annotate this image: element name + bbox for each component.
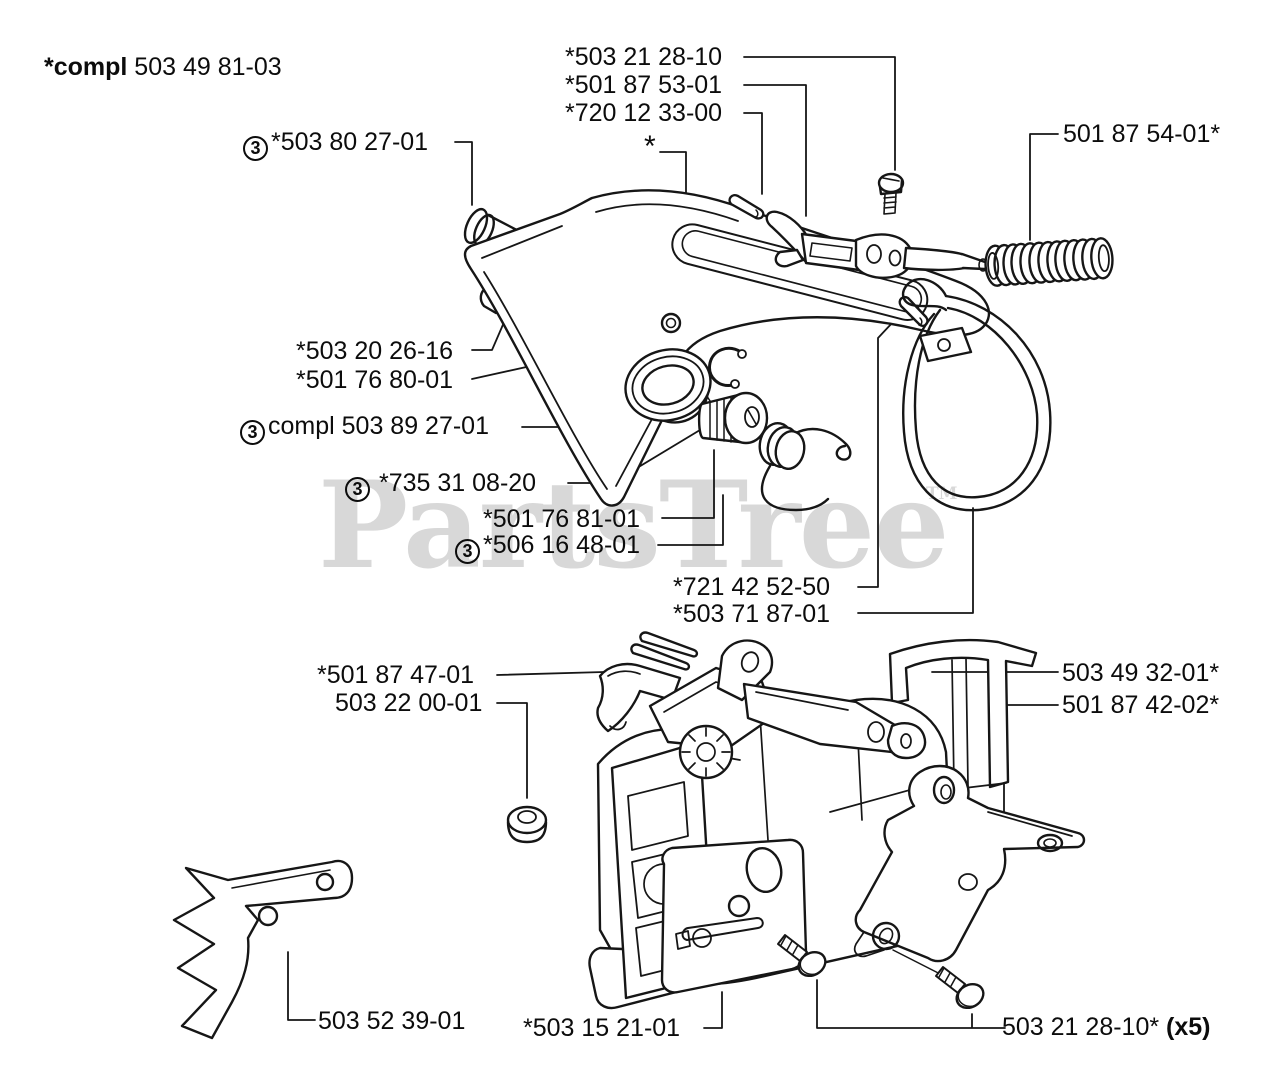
part-label-501-76-81-01: *501 76 81-01 xyxy=(483,506,640,532)
spiked-bumper-drawing xyxy=(172,859,354,1040)
roll-pin-drawing xyxy=(728,194,765,220)
part-number: *501 87 47-01 xyxy=(317,661,475,689)
qty-badge: 3 xyxy=(345,477,370,502)
part-number: compl 503 89 27-01 xyxy=(268,412,489,440)
roll-pin-2-drawing xyxy=(898,295,929,327)
qty-badge: 3 xyxy=(240,420,265,445)
part-number: *501 76 80-01 xyxy=(296,366,454,394)
part-label-501-87-47-01: *501 87 47-01 xyxy=(317,662,474,688)
guide-bar-plate-drawing xyxy=(660,838,808,994)
part-number: 503 21 28-10* xyxy=(1002,1013,1160,1041)
top-screw-drawing xyxy=(877,172,905,215)
retaining-clip-drawing xyxy=(708,347,747,389)
part-label-503-80-27-01: 3*503 80 27-01 xyxy=(243,129,428,161)
header-label-bold: *compl xyxy=(44,53,128,81)
part-label-503-21-28-10: *503 21 28-10 xyxy=(565,44,722,70)
part-label-501-87-54-01: 501 87 54-01* xyxy=(1063,121,1220,147)
part-label-720-12-33-00: *720 12 33-00 xyxy=(565,100,722,126)
part-number: 501 87 54-01* xyxy=(1063,120,1221,148)
torsion-spring-drawing xyxy=(758,421,852,512)
part-label-501-87-42-02: 501 87 42-02* xyxy=(1062,692,1219,718)
part-number: 503 49 32-01* xyxy=(1062,659,1220,687)
asterisk: * xyxy=(644,130,656,163)
part-number: *503 80 27-01 xyxy=(271,128,429,156)
part-number: 503 52 39-01 xyxy=(318,1007,466,1035)
part-number: *720 12 33-00 xyxy=(565,99,723,127)
qty-badge: 3 xyxy=(455,539,480,564)
brake-band-drawing xyxy=(901,277,1052,512)
part-label-503-21-28-10-x5: 503 21 28-10* (x5) xyxy=(1002,1014,1211,1040)
part-label-503-49-32-01: 503 49 32-01* xyxy=(1062,660,1219,686)
part-number: *735 31 08-20 xyxy=(379,469,537,497)
side-plate-drawing xyxy=(853,764,1086,963)
bar-screw-2-drawing xyxy=(934,965,989,1014)
part-number: *501 87 53-01 xyxy=(565,71,723,99)
part-label-501-87-53-01: *501 87 53-01 xyxy=(565,72,722,98)
part-label-503-52-39-01: 503 52 39-01 xyxy=(318,1008,465,1034)
part-number: *503 71 87-01 xyxy=(673,600,831,628)
part-number: *503 15 21-01 xyxy=(523,1014,681,1042)
brake-lever-drawing xyxy=(765,210,989,279)
coil-spring-drawing xyxy=(984,237,1114,287)
watermark: PartsTree xyxy=(318,455,949,596)
part-number: *506 16 48-01 xyxy=(483,531,641,559)
qty-badge: 3 xyxy=(243,136,268,161)
part-number: *503 20 26-16 xyxy=(296,337,454,365)
asterisk-label: * xyxy=(644,132,656,162)
knob-nut-drawing xyxy=(697,391,769,445)
part-label-735-31-08-20: 3 *735 31 08-20 xyxy=(345,470,536,502)
part-label-503-15-21-01: *503 15 21-01 xyxy=(523,1015,680,1041)
part-number: 501 87 42-02* xyxy=(1062,691,1220,719)
chain-catcher-drawing xyxy=(596,631,699,733)
part-number: *501 76 81-01 xyxy=(483,505,641,533)
header-label: *compl 503 49 81-03 xyxy=(44,54,282,80)
header-label-rest: 503 49 81-03 xyxy=(127,53,282,81)
part-label-503-71-87-01: *503 71 87-01 xyxy=(673,601,830,627)
part-number: 503 22 00-01 xyxy=(335,689,483,717)
bushing-drawing xyxy=(506,805,548,844)
part-label-721-42-52-50: *721 42 52-50 xyxy=(673,574,830,600)
part-number: *503 21 28-10 xyxy=(565,43,723,71)
part-label-506-16-48-01: 3*506 16 48-01 xyxy=(455,532,640,564)
part-label-503-20-26-16: *503 20 26-16 xyxy=(296,338,453,364)
part-number: *721 42 52-50 xyxy=(673,573,831,601)
part-label-503-22-00-01: 503 22 00-01 xyxy=(335,690,482,716)
part-label-501-76-80-01: *501 76 80-01 xyxy=(296,367,453,393)
quantity-note: (x5) xyxy=(1159,1013,1211,1041)
